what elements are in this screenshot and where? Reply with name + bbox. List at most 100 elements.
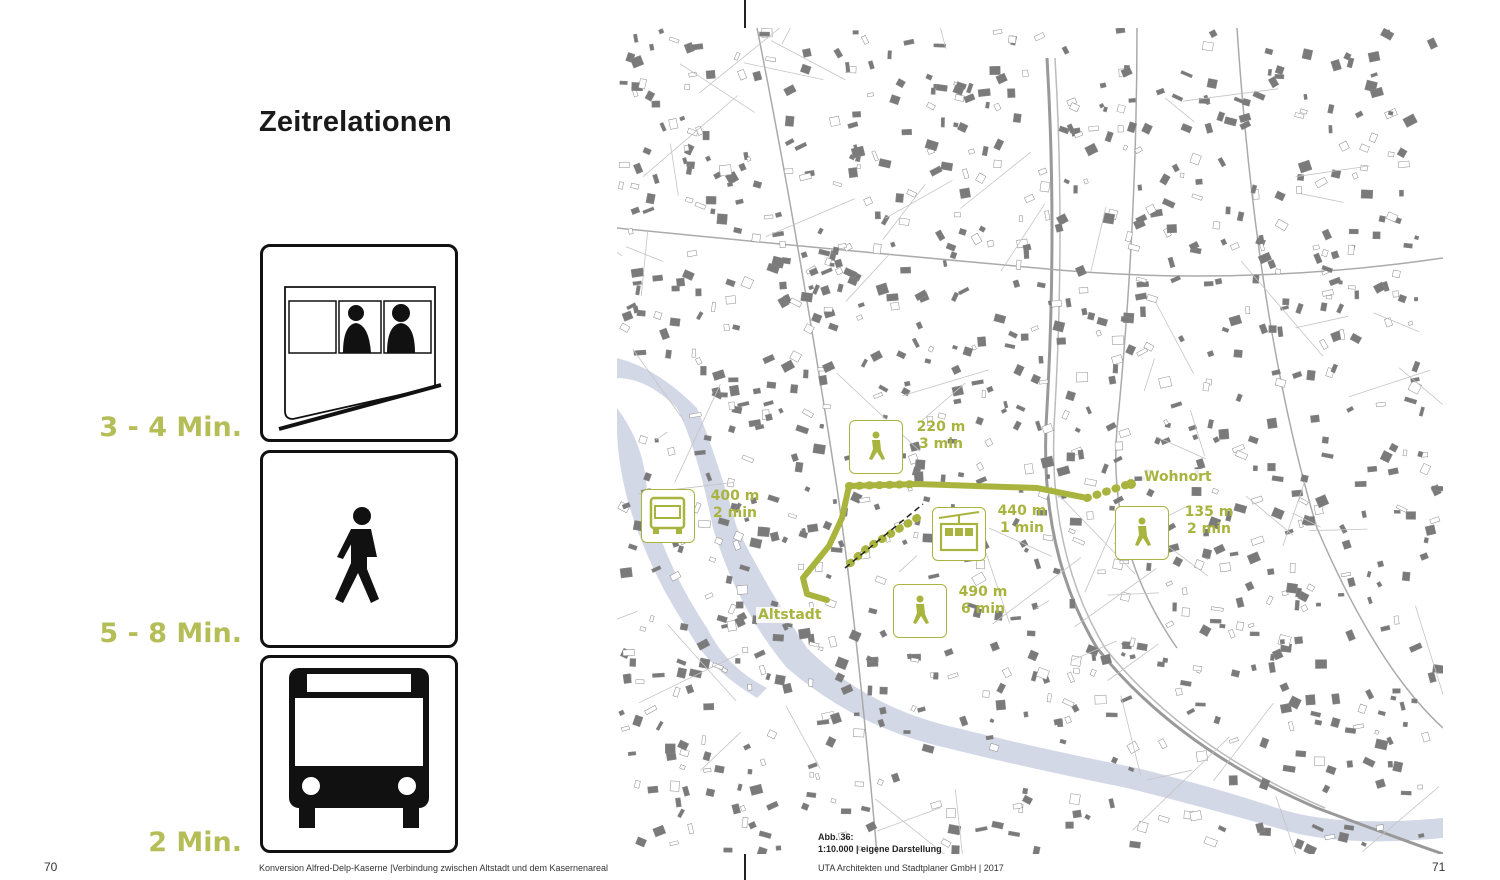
building [642, 206, 655, 215]
building [1158, 375, 1173, 389]
building [827, 322, 839, 332]
building [1377, 710, 1386, 717]
building [1163, 419, 1170, 426]
building [1231, 443, 1245, 454]
building [725, 278, 736, 288]
building [1146, 488, 1155, 498]
building [1165, 620, 1175, 629]
pedestrian-icon [335, 507, 379, 603]
building [651, 565, 662, 573]
building [995, 699, 1007, 711]
building [1180, 679, 1192, 687]
street [1295, 165, 1370, 178]
building [1346, 760, 1354, 768]
building [837, 242, 847, 250]
building [687, 823, 695, 835]
building [934, 229, 946, 242]
building [1111, 354, 1124, 365]
building [1294, 600, 1300, 611]
building [903, 38, 915, 46]
building [762, 354, 776, 365]
building [697, 519, 711, 529]
street [1348, 369, 1430, 398]
building [901, 128, 912, 136]
building [957, 286, 970, 296]
building [630, 267, 645, 278]
building [766, 729, 778, 740]
building [1268, 661, 1276, 674]
street [1120, 695, 1142, 776]
building [1300, 474, 1309, 483]
street [1165, 97, 1195, 123]
building [1181, 607, 1190, 617]
building [655, 720, 664, 731]
building [1314, 494, 1330, 509]
building [1027, 649, 1039, 662]
map-caption: Abb. 36: 1:10.000 | eigene Darstellung [818, 831, 942, 855]
building [1219, 562, 1232, 573]
building [1359, 143, 1370, 153]
building [1211, 606, 1224, 612]
street [1213, 703, 1274, 782]
building [1223, 116, 1238, 127]
building [1387, 760, 1393, 768]
building [1108, 375, 1117, 385]
building [1208, 29, 1218, 39]
building [1177, 335, 1185, 343]
building [621, 502, 631, 510]
building [1039, 181, 1051, 193]
building [1145, 203, 1157, 215]
building [1159, 173, 1171, 186]
building [1325, 764, 1337, 776]
building [1347, 244, 1355, 256]
building [822, 404, 831, 410]
building [854, 781, 865, 787]
street [667, 624, 737, 702]
building [617, 181, 625, 190]
building [1172, 602, 1177, 612]
building [686, 249, 698, 258]
building [1312, 244, 1320, 251]
street [765, 198, 855, 237]
building [630, 182, 640, 190]
building [714, 764, 725, 774]
segment-walk-1-label: 220 m 3 min [906, 419, 976, 453]
building [772, 633, 785, 642]
building [798, 530, 809, 539]
building [695, 125, 704, 136]
building [1250, 495, 1264, 505]
building [878, 158, 892, 169]
building [1127, 766, 1135, 773]
building [1321, 228, 1333, 241]
building [1393, 615, 1400, 625]
building [669, 840, 679, 847]
building [1172, 556, 1184, 568]
building [1110, 756, 1119, 764]
building [1129, 654, 1136, 660]
building [1063, 178, 1071, 185]
building [752, 180, 763, 189]
segment-cable-car-distance: 440 m [997, 503, 1047, 519]
building [953, 122, 959, 128]
building [1023, 547, 1030, 553]
building [716, 614, 728, 624]
building [652, 274, 664, 282]
building [1084, 813, 1091, 821]
building [1301, 48, 1314, 61]
building [985, 734, 994, 741]
building [1020, 333, 1029, 341]
segment-walk-2-duration: 6 min [961, 601, 1005, 617]
building [1058, 125, 1070, 135]
page-number-left: 70 [44, 860, 58, 874]
building [698, 657, 711, 669]
building [633, 162, 644, 175]
segment-walk-3-label: 135 m 2 min [1174, 504, 1244, 538]
building [1171, 93, 1184, 102]
building [1191, 193, 1203, 201]
street [785, 705, 821, 769]
building [857, 302, 865, 308]
building [1396, 147, 1408, 159]
building [1084, 142, 1099, 157]
building [1212, 221, 1221, 230]
building [1271, 475, 1284, 483]
